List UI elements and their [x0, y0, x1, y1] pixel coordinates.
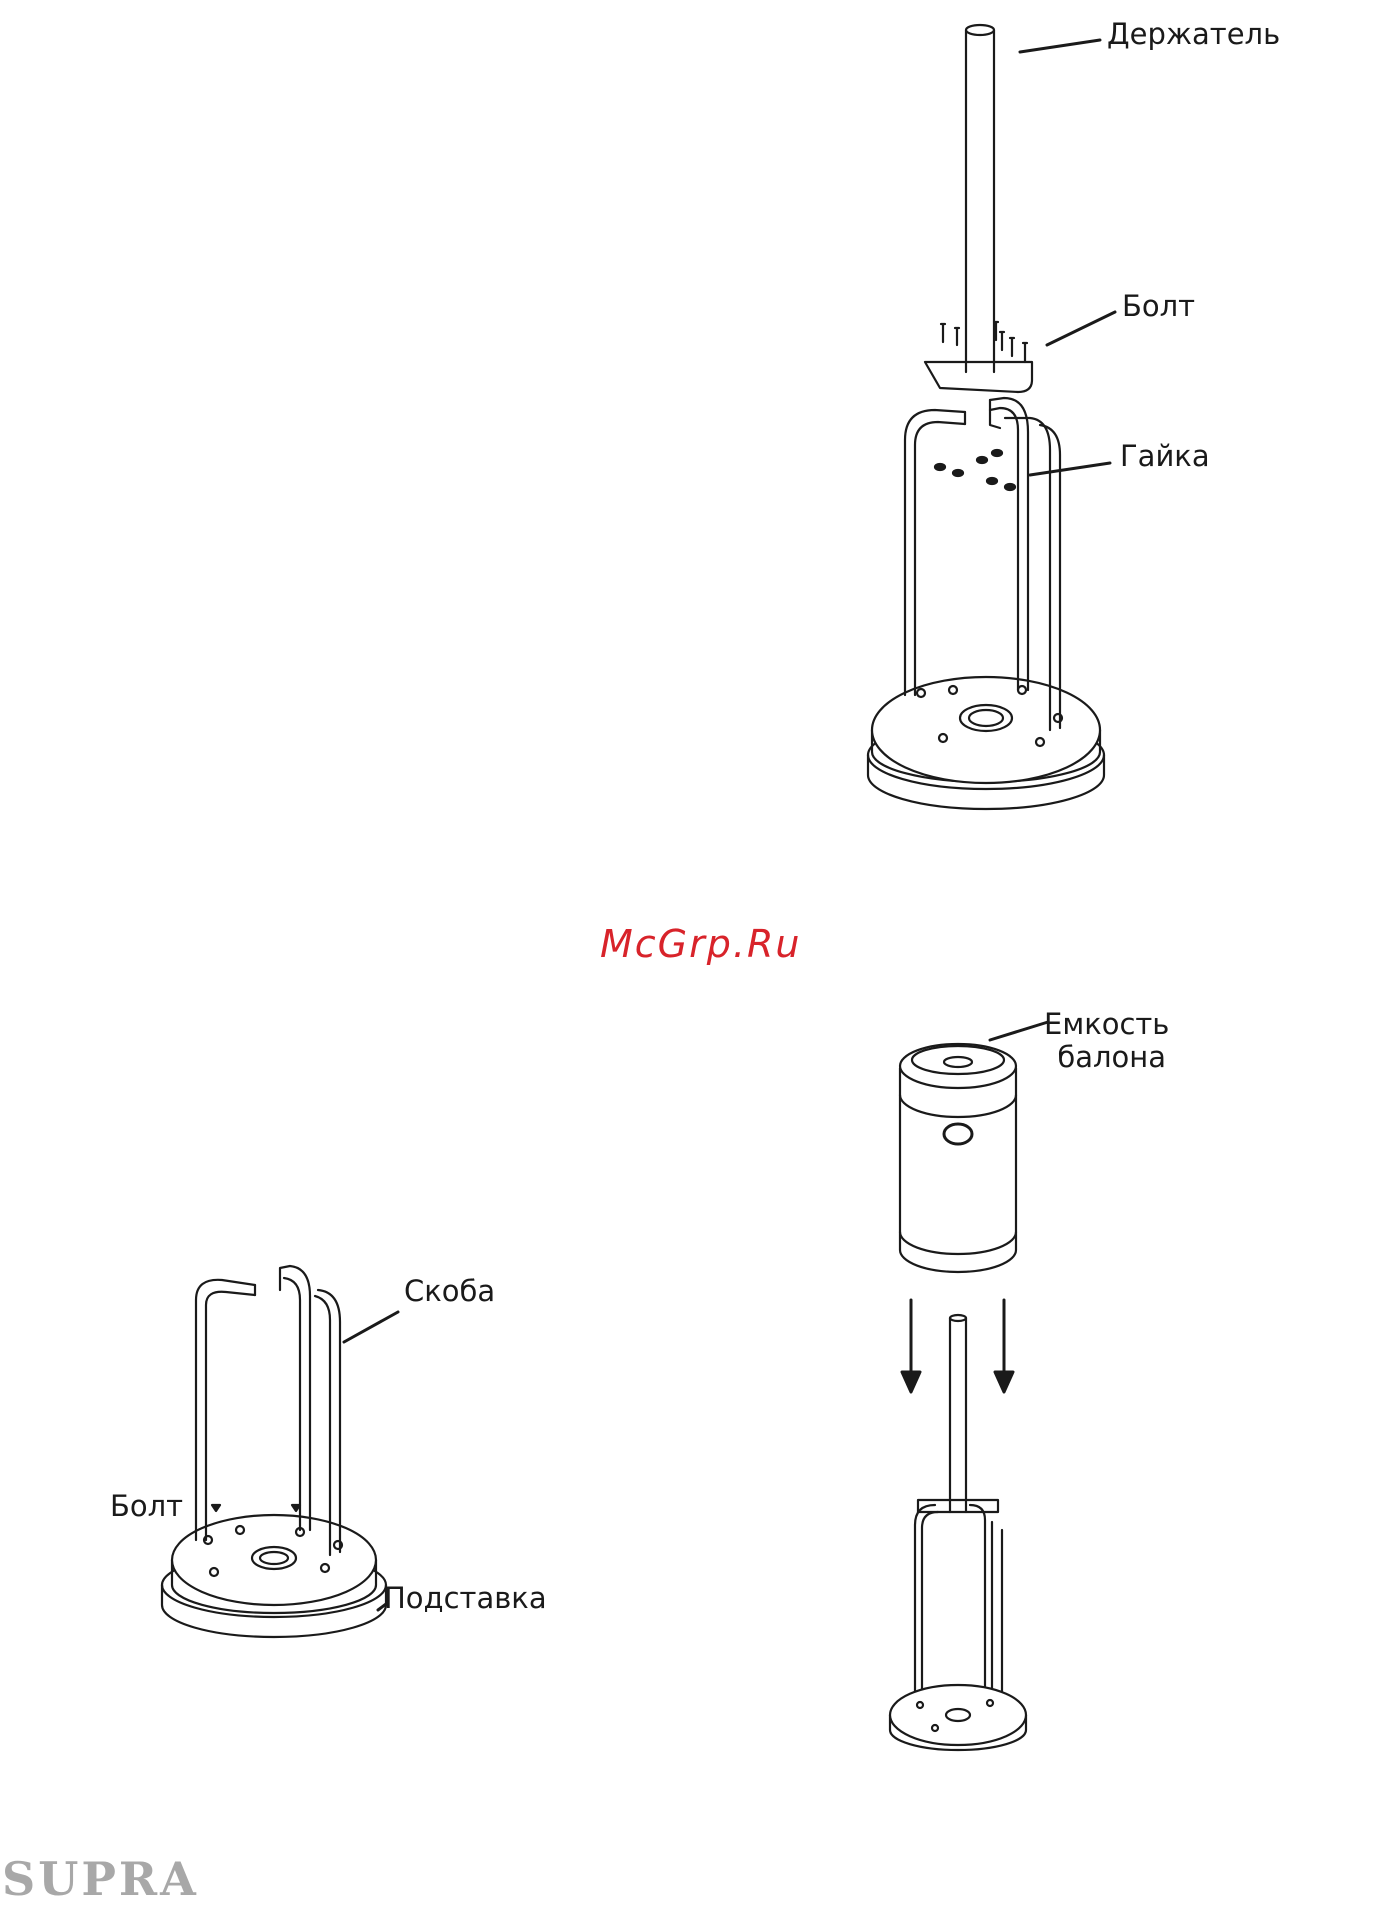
label-holder: Держатель [1107, 18, 1280, 51]
figure-2-bracket-assembly [162, 1266, 398, 1637]
fig1-plate [925, 362, 1032, 392]
fig1-nuts [935, 450, 1015, 490]
fig3-stand [890, 1500, 1026, 1750]
fig1-holder-tube [966, 25, 994, 372]
label-tank-line1: Емкость [1044, 1008, 1169, 1041]
fig3-arrows [902, 1300, 1013, 1392]
figure-3-tank-install [890, 1022, 1048, 1750]
fig3-tank [900, 1044, 1016, 1272]
fig1-bolts [941, 322, 1027, 362]
label-tank: Емкость балона [1044, 1008, 1169, 1075]
label-nut: Гайка [1120, 440, 1210, 473]
label-bolt-bottom: Болт [110, 1490, 183, 1523]
brand-logo: SUPRA [2, 1852, 199, 1906]
label-bracket: Скоба [404, 1275, 495, 1308]
label-tank-line2: балона [1044, 1041, 1169, 1074]
label-base: Подставка [384, 1582, 547, 1615]
watermark: McGrp.Ru [600, 922, 801, 966]
fig2-bracket [196, 1266, 340, 1555]
figure-1-holder-assembly [868, 25, 1115, 809]
fig3-holder-tube [950, 1315, 966, 1512]
fig2-bolts [212, 1505, 300, 1511]
fig1-base [868, 677, 1104, 809]
label-bolt-top: Болт [1122, 290, 1195, 323]
